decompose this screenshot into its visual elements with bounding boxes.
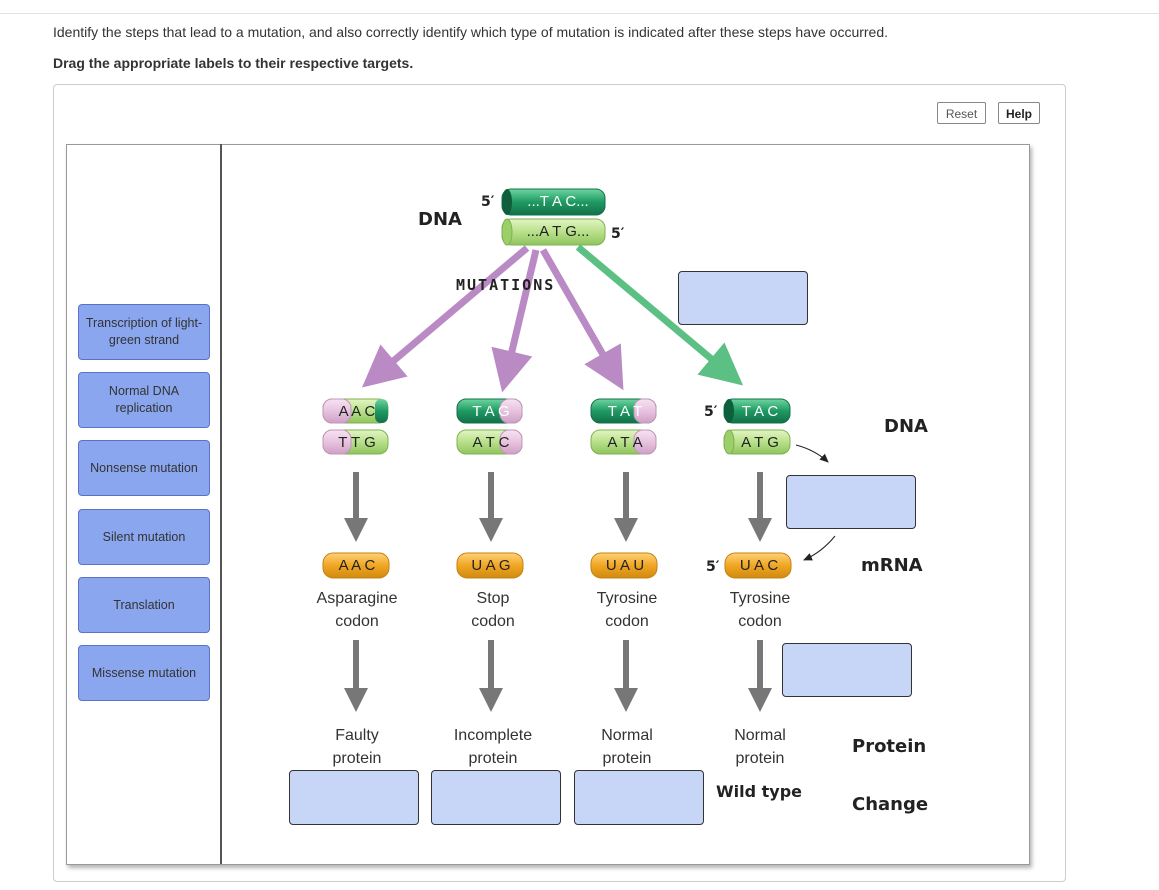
- col3-mrna: U A U: [605, 557, 645, 574]
- col2-codon-name: Stop: [476, 590, 510, 607]
- top-dna-label: DNA: [418, 209, 462, 230]
- col2-protein-line1: Incomplete: [453, 727, 533, 744]
- five-prime-bottom: 5′: [611, 226, 625, 242]
- label-bank-divider: [220, 144, 222, 864]
- target-change-col3[interactable]: [574, 770, 704, 825]
- mrna-cylinders: [322, 552, 792, 579]
- target-translation-step[interactable]: [782, 643, 912, 697]
- col3-protein-line2: protein: [602, 750, 652, 767]
- col1-dna-top: A A C: [338, 403, 376, 420]
- top-divider: [0, 13, 1159, 14]
- mutation-arrows: [361, 244, 744, 393]
- target-transcription-step[interactable]: [786, 475, 916, 529]
- col4-protein-line1: Normal: [734, 727, 786, 744]
- col3-dna-top: T A T: [607, 403, 643, 420]
- col4-dna-bottom: A T G: [741, 434, 779, 451]
- col1-codon-name: Asparagine: [316, 590, 398, 607]
- five-prime-top: 5′: [481, 194, 495, 210]
- col4-codon-name: Tyrosine: [729, 590, 791, 607]
- col3-dna-bottom: A T A: [607, 434, 643, 451]
- five-prime-col4-mrna: 5′: [706, 559, 720, 575]
- col2-dna-top: T A G: [472, 403, 510, 420]
- top-strand-bottom-seq: ...A T G...: [526, 223, 590, 240]
- col1-mrna: A A C: [338, 557, 376, 574]
- col2-mrna: U A G: [471, 557, 511, 574]
- col2-protein-line2: protein: [468, 750, 518, 767]
- instruction-drag: Drag the appropriate labels to their res…: [53, 55, 414, 71]
- col3-protein-line1: Normal: [601, 727, 653, 744]
- col4-codon-word: codon: [738, 613, 782, 630]
- mutations-label: MUTATIONS: [456, 276, 556, 294]
- top-strand-top-seq: ...T A C...: [527, 193, 589, 210]
- col2-dna: [456, 398, 523, 455]
- target-change-col2[interactable]: [431, 770, 561, 825]
- col4-mrna: U A C: [739, 557, 779, 574]
- col1-protein-line1: Faulty: [335, 727, 379, 744]
- col3-dna: [590, 398, 657, 455]
- target-change-col1[interactable]: [289, 770, 419, 825]
- label-transcription[interactable]: Transcription of light-green strand: [78, 304, 210, 360]
- reset-button[interactable]: Reset: [937, 102, 986, 124]
- col1-protein-line2: protein: [332, 750, 382, 767]
- curved-arrows: [795, 444, 836, 561]
- top-dna-strands: [501, 188, 606, 246]
- label-translation[interactable]: Translation: [78, 577, 210, 633]
- col4-protein-line2: protein: [735, 750, 785, 767]
- help-button[interactable]: Help: [998, 102, 1040, 124]
- label-missense-mutation[interactable]: Missense mutation: [78, 645, 210, 701]
- mrna-row-label: mRNA: [861, 555, 923, 576]
- col3-codon-name: Tyrosine: [596, 590, 658, 607]
- change-row-label: Change: [852, 794, 929, 815]
- col2-dna-bottom: A T C: [472, 434, 510, 451]
- label-nonsense-mutation[interactable]: Nonsense mutation: [78, 440, 210, 496]
- col3-codon-word: codon: [605, 613, 649, 630]
- label-silent-mutation[interactable]: Silent mutation: [78, 509, 210, 565]
- label-normal-dna-replication[interactable]: Normal DNA replication: [78, 372, 210, 428]
- col2-codon-word: codon: [471, 613, 515, 630]
- col1-dna: [322, 398, 389, 455]
- col4-dna: [723, 398, 791, 455]
- translation-arrows: [344, 640, 772, 712]
- col1-codon-word: codon: [335, 613, 379, 630]
- col4-dna-top: T A C: [741, 403, 779, 420]
- wild-type-label: Wild type: [716, 782, 803, 801]
- col1-dna-bottom: T T G: [338, 434, 376, 451]
- transcription-arrows: [344, 472, 772, 542]
- target-mutation-step[interactable]: [678, 271, 808, 325]
- dna-row-label: DNA: [884, 416, 928, 437]
- instruction-text: Identify the steps that lead to a mutati…: [53, 24, 889, 40]
- protein-row-label: Protein: [852, 736, 927, 757]
- five-prime-col4-dna: 5′: [704, 404, 718, 420]
